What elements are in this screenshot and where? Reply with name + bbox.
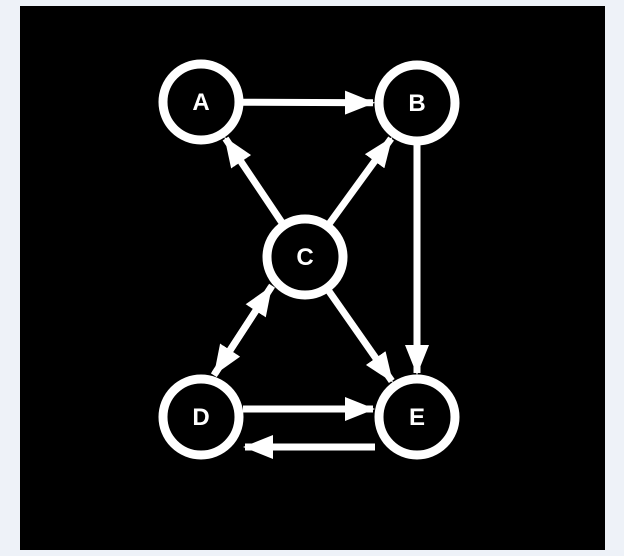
edges-layer [210, 90, 429, 459]
node-c: C [262, 214, 348, 300]
node-b: B [374, 60, 460, 146]
edge-a-to-b [242, 90, 376, 115]
node-d: D [158, 374, 244, 460]
node-circle [374, 374, 460, 460]
node-circle [374, 60, 460, 146]
node-label: C [296, 244, 313, 271]
node-circle [158, 374, 244, 460]
node-label: B [408, 90, 425, 117]
node-label: E [409, 404, 425, 431]
node-circle [158, 59, 244, 145]
edge-c-to-d [211, 283, 275, 376]
edge-c-to-a [222, 136, 285, 225]
node-label: D [192, 404, 209, 431]
graph-svg: A B C D E [158, 59, 460, 460]
node-circle [262, 214, 348, 300]
edge-c-to-b [326, 136, 394, 226]
node-e: E [374, 374, 460, 460]
nodes-layer: A B C D E [158, 59, 460, 460]
edge-c-to-e [326, 289, 395, 383]
node-label: A [192, 89, 209, 116]
node-a: A [158, 59, 244, 145]
diagram-canvas: A B C D E [20, 6, 605, 550]
